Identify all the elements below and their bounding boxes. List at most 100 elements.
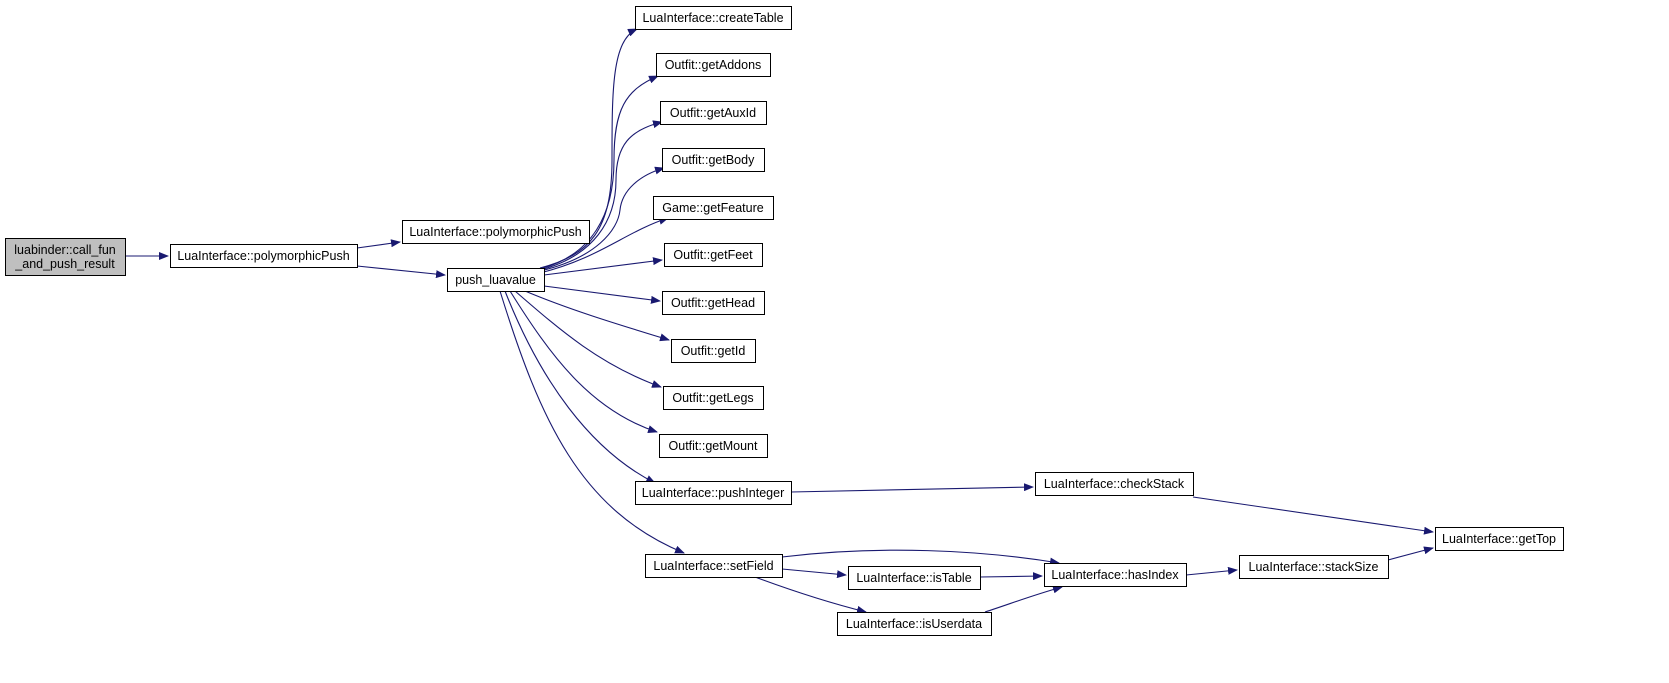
node-box	[1044, 563, 1187, 587]
edge-isUserdata-to-hasIndex	[984, 585, 1063, 613]
node-polymorphicpush-1[interactable]: LuaInterface::polymorphicPush	[170, 244, 358, 268]
node-box	[659, 434, 768, 458]
edge-arrow	[754, 576, 867, 614]
node-luabinder-call-fun[interactable]: luabinder::call_fun_and_push_result	[5, 238, 126, 276]
edge-arrow	[539, 216, 669, 274]
edge-arrow	[1387, 546, 1434, 561]
edge-arrow	[781, 568, 847, 579]
node-polymorphicpush-2[interactable]: LuaInterface::polymorphicPush	[402, 220, 590, 244]
node-game-getfeature[interactable]: Game::getFeature	[653, 196, 774, 220]
node-label: luabinder::call_fun	[14, 243, 116, 257]
node-box	[660, 101, 767, 125]
edge-hasIndex-to-stackSize	[1185, 566, 1238, 576]
edge-pushLuaValue-to-setField	[499, 290, 685, 554]
edge-arrow	[356, 265, 446, 279]
node-box	[1035, 472, 1194, 496]
node-label: Outfit::getAuxId	[670, 106, 756, 120]
node-box	[170, 244, 358, 268]
node-stacksize[interactable]: LuaInterface::stackSize	[1239, 555, 1389, 579]
node-outfit-gethead[interactable]: Outfit::getHead	[662, 291, 765, 315]
edge-arrow	[539, 120, 663, 271]
node-checkstack[interactable]: LuaInterface::checkStack	[1035, 472, 1194, 496]
edge-polyPush1-to-polyPush2	[356, 239, 401, 249]
node-label: LuaInterface::hasIndex	[1051, 568, 1179, 582]
node-label: Outfit::getAddons	[665, 58, 762, 72]
node-gettop[interactable]: LuaInterface::getTop	[1435, 527, 1564, 551]
edge-pushLuaValue-to-getFeet	[543, 257, 663, 276]
edge-isTable-to-hasIndex	[979, 572, 1043, 581]
node-label: LuaInterface::polymorphicPush	[177, 249, 349, 263]
edge-arrow	[539, 166, 665, 272]
node-label: LuaInterface::setField	[653, 559, 773, 573]
node-push-luavalue[interactable]: push_luavalue	[447, 268, 545, 292]
node-setfield[interactable]: LuaInterface::setField	[645, 554, 783, 578]
node-box	[1435, 527, 1564, 551]
node-outfit-getaddons[interactable]: Outfit::getAddons	[656, 53, 771, 77]
node-istable[interactable]: LuaInterface::isTable	[848, 566, 981, 590]
node-label: LuaInterface::stackSize	[1249, 560, 1379, 574]
node-outfit-getfeet[interactable]: Outfit::getFeet	[664, 243, 763, 267]
node-createtable[interactable]: LuaInterface::createTable	[635, 6, 792, 30]
node-label: push_luavalue	[455, 273, 536, 287]
node-box	[664, 243, 763, 267]
node-label: LuaInterface::polymorphicPush	[409, 225, 581, 239]
node-outfit-getmount[interactable]: Outfit::getMount	[659, 434, 768, 458]
node-box	[662, 291, 765, 315]
edge-pushLuaValue-to-getLegs	[514, 290, 662, 388]
edge-arrow	[979, 572, 1043, 581]
node-label: LuaInterface::createTable	[642, 11, 783, 25]
node-outfit-getbody[interactable]: Outfit::getBody	[662, 148, 765, 172]
edge-arrow	[984, 585, 1063, 613]
node-outfit-getid[interactable]: Outfit::getId	[671, 339, 756, 363]
node-box	[837, 612, 992, 636]
edge-setField-to-isTable	[781, 568, 847, 579]
edge-arrow	[356, 239, 401, 249]
edge-checkStack-to-getTop	[1192, 496, 1434, 535]
edge-pushLuaValue-to-getMount	[509, 290, 658, 433]
node-label: Game::getFeature	[662, 201, 763, 215]
edge-arrow	[504, 290, 656, 484]
edge-layer	[125, 28, 1434, 614]
node-box	[635, 481, 792, 505]
node-hasindex[interactable]: LuaInterface::hasIndex	[1044, 563, 1187, 587]
node-box	[671, 339, 756, 363]
node-outfit-getlegs[interactable]: Outfit::getLegs	[663, 386, 764, 410]
edge-arrow	[781, 549, 1060, 566]
edge-arrow	[499, 290, 685, 554]
node-box	[662, 148, 765, 172]
edge-pushLuaValue-to-getId	[524, 290, 670, 342]
node-pushinteger[interactable]: LuaInterface::pushInteger	[635, 481, 792, 505]
edge-arrow	[543, 285, 661, 304]
node-box	[663, 386, 764, 410]
node-box	[653, 196, 774, 220]
node-label: LuaInterface::pushInteger	[642, 486, 784, 500]
edge-pushLuaValue-to-getFeature	[539, 216, 669, 274]
edge-pushLuaValue-to-getBody	[539, 166, 665, 272]
node-box	[1239, 555, 1389, 579]
node-label: Outfit::getHead	[671, 296, 755, 310]
node-box	[402, 220, 590, 244]
node-box	[848, 566, 981, 590]
node-isuserdata[interactable]: LuaInterface::isUserdata	[837, 612, 992, 636]
node-box	[645, 554, 783, 578]
edge-pushLuaValue-to-getAuxId	[539, 120, 663, 271]
edge-pushLuaValue-to-getHead	[543, 285, 661, 304]
node-label: Outfit::getLegs	[672, 391, 753, 405]
edge-pushInteger-to-checkStack	[790, 483, 1034, 493]
node-outfit-getauxid[interactable]: Outfit::getAuxId	[660, 101, 767, 125]
edge-stackSize-to-getTop	[1387, 546, 1434, 561]
edge-arrow	[509, 290, 658, 433]
edge-arrow	[1185, 566, 1238, 576]
node-label: LuaInterface::getTop	[1442, 532, 1556, 546]
edge-pushLuaValue-to-pushInteger	[504, 290, 656, 484]
edge-arrow	[524, 290, 670, 342]
node-label: Outfit::getId	[681, 344, 746, 358]
edge-pushLuaValue-to-createTable	[539, 28, 638, 269]
node-layer: luabinder::call_fun_and_push_resultLuaIn…	[5, 6, 1564, 636]
node-label: Outfit::getFeet	[673, 248, 753, 262]
edge-pushLuaValue-to-getAddons	[539, 75, 659, 270]
edge-polyPush1-to-pushLuaValue	[356, 265, 446, 279]
node-label: Outfit::getMount	[669, 439, 758, 453]
node-label: LuaInterface::isUserdata	[846, 617, 982, 631]
